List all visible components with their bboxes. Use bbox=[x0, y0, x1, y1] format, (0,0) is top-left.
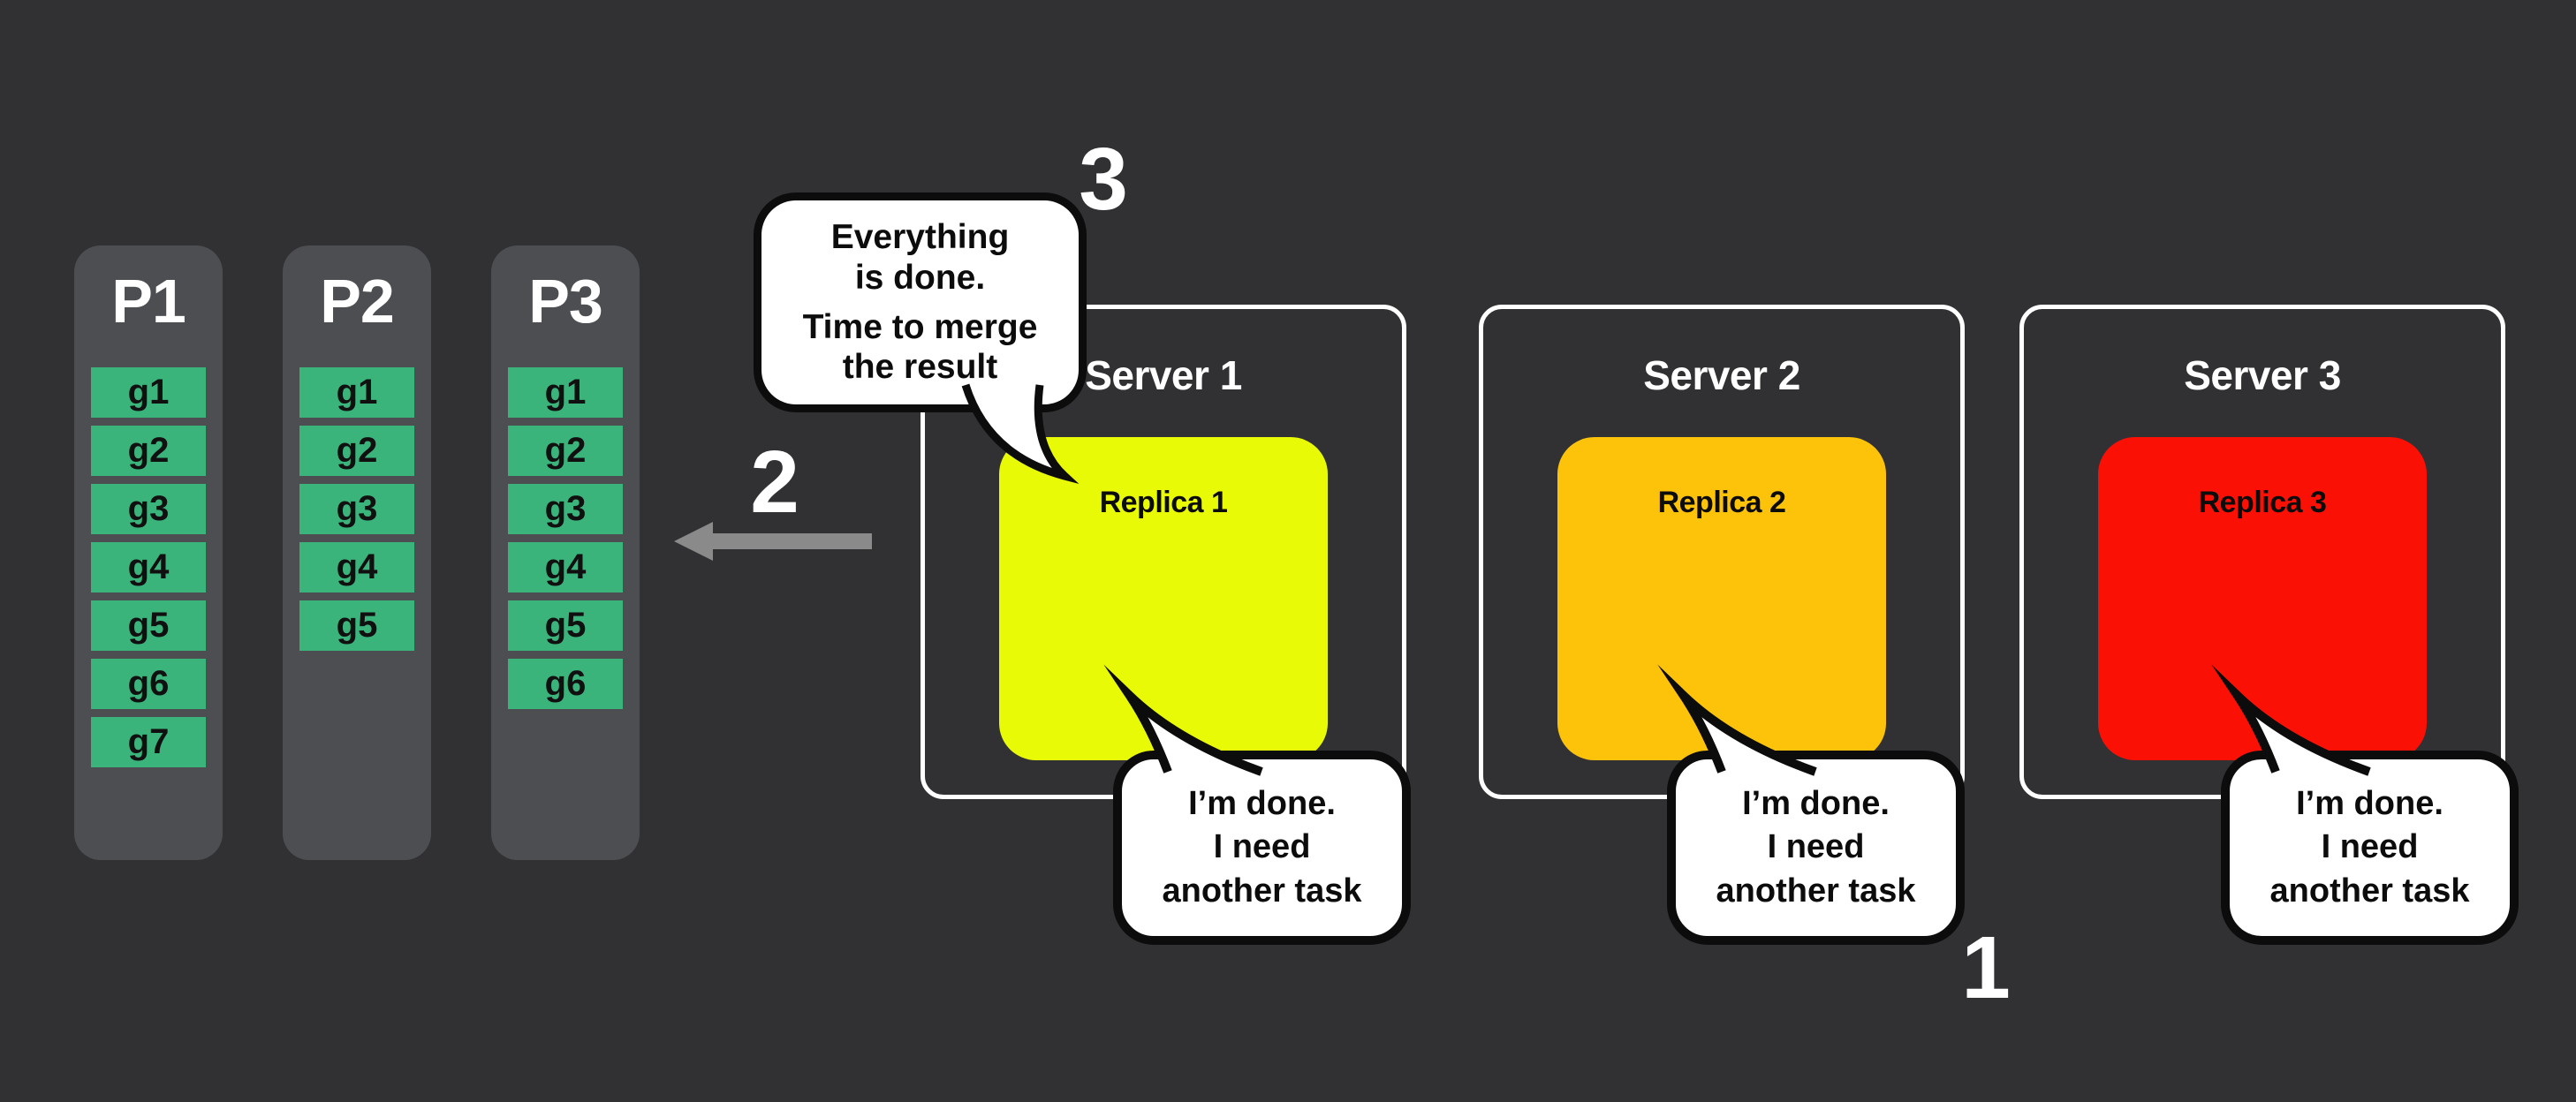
task-chip: g4 bbox=[299, 542, 414, 593]
replica-label: Replica 2 bbox=[1657, 486, 1786, 519]
step-number-3: 3 bbox=[1079, 130, 1128, 229]
replica-box-1: Replica 1 bbox=[999, 437, 1328, 760]
replica-box-3: Replica 3 bbox=[2098, 437, 2427, 760]
task-chip: g6 bbox=[508, 659, 623, 709]
task-chip: g3 bbox=[508, 484, 623, 534]
done-bubble-text: I’m done. I need another task bbox=[1716, 784, 1916, 910]
partition-column-p2: P2 g1 g2 g3 g4 g5 bbox=[283, 245, 431, 860]
task-chip: g2 bbox=[91, 426, 206, 476]
task-chip: g5 bbox=[91, 600, 206, 651]
task-list: g1 g2 g3 g4 g5 g6 bbox=[491, 367, 640, 709]
replica-label: Replica 3 bbox=[2198, 486, 2327, 519]
partition-title: P2 bbox=[320, 267, 395, 336]
partition-column-p1: P1 g1 g2 g3 g4 g5 g6 g7 bbox=[74, 245, 223, 860]
server-title: Server 3 bbox=[2184, 352, 2341, 398]
merge-bubble-text-1: Everything is done. bbox=[830, 218, 1010, 297]
task-chip: g2 bbox=[299, 426, 414, 476]
task-chip: g3 bbox=[91, 484, 206, 534]
step-number-1: 1 bbox=[1961, 918, 2011, 1017]
partition-column-p3: P3 g1 g2 g3 g4 g5 g6 bbox=[491, 245, 640, 860]
replica-box-2: Replica 2 bbox=[1557, 437, 1886, 760]
speech-bubble-done-2: I’m done. I need another task bbox=[1667, 751, 1965, 945]
server-title: Server 2 bbox=[1643, 352, 1800, 398]
task-chip: g1 bbox=[508, 367, 623, 418]
server-box-2: Server 2 Replica 2 bbox=[1479, 305, 1965, 799]
task-chip: g4 bbox=[508, 542, 623, 593]
done-bubble-text: I’m done. I need another task bbox=[2269, 784, 2470, 910]
replica-label: Replica 1 bbox=[1099, 486, 1228, 519]
speech-bubble-merge: Everything is done. Time to merge the re… bbox=[754, 192, 1087, 412]
task-chip: g6 bbox=[91, 659, 206, 709]
step-number-2: 2 bbox=[750, 433, 799, 532]
merge-bubble-text-2: Time to merge the result bbox=[802, 307, 1038, 387]
task-chip: g5 bbox=[508, 600, 623, 651]
task-chip: g1 bbox=[299, 367, 414, 418]
partition-title: P1 bbox=[111, 267, 186, 336]
task-chip: g2 bbox=[508, 426, 623, 476]
task-chip: g3 bbox=[299, 484, 414, 534]
done-bubble-text: I’m done. I need another task bbox=[1162, 784, 1362, 910]
task-chip: g1 bbox=[91, 367, 206, 418]
task-list: g1 g2 g3 g4 g5 bbox=[283, 367, 431, 651]
server-title: Server 1 bbox=[1085, 352, 1242, 398]
server-box-3: Server 3 Replica 3 bbox=[2019, 305, 2505, 799]
partition-title: P3 bbox=[528, 267, 603, 336]
task-chip: g7 bbox=[91, 717, 206, 767]
speech-bubble-done-3: I’m done. I need another task bbox=[2221, 751, 2519, 945]
task-chip: g4 bbox=[91, 542, 206, 593]
task-list: g1 g2 g3 g4 g5 g6 g7 bbox=[74, 367, 223, 767]
speech-bubble-done-1: I’m done. I need another task bbox=[1113, 751, 1411, 945]
task-chip: g5 bbox=[299, 600, 414, 651]
